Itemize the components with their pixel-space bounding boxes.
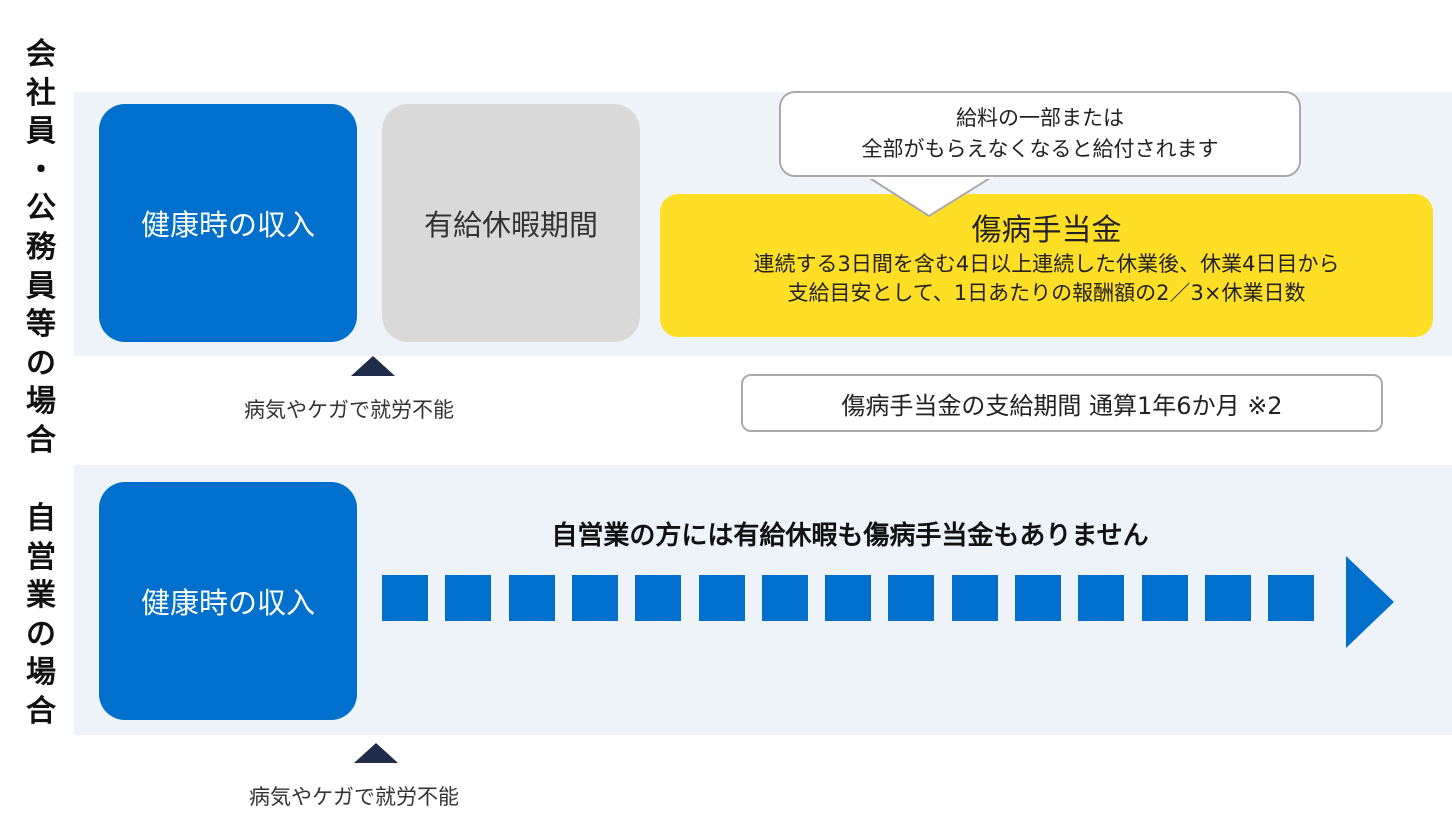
section-company-label: 会 社 員 ・ 公 務 員 等 の 場 合 xyxy=(18,36,64,461)
arrow-square xyxy=(382,575,428,621)
section-selfemployed-label: 自 営 業 の 場 合 xyxy=(18,500,64,732)
paid-leave-box: 有給休暇期間 xyxy=(382,104,640,342)
arrow-square xyxy=(952,575,998,621)
label-char: の xyxy=(26,616,56,652)
onset-caption: 病気やケガで就労不能 xyxy=(244,398,454,422)
onset-marker-icon xyxy=(351,356,395,376)
arrow-square xyxy=(1078,575,1124,621)
speech-bubble-tail xyxy=(865,175,995,218)
label-char: 員 xyxy=(26,114,56,150)
sickness-benefit-line1: 連続する3日間を含む4日以上連続した休業後、休業4日目から xyxy=(753,252,1340,276)
arrow-square xyxy=(699,575,745,621)
label-char: 業 xyxy=(26,578,56,614)
paid-leave-label: 有給休暇期間 xyxy=(423,208,598,242)
label-char: 自 xyxy=(26,501,56,536)
no-benefit-note: 自営業の方には有給休暇も傷病手当金もありません xyxy=(551,521,1149,551)
label-char: 場 xyxy=(26,655,56,691)
label-char: 社 xyxy=(26,75,56,111)
arrow-square xyxy=(825,575,871,621)
onset-caption: 病気やケガで就労不能 xyxy=(249,785,459,809)
sickness-benefit-line2: 支給目安として、1日あたりの報酬額の2／3×休業日数 xyxy=(787,281,1306,305)
healthy-income-box: 健康時の収入 xyxy=(99,104,357,342)
label-char: 等 xyxy=(26,307,56,343)
arrow-square xyxy=(1205,575,1251,621)
healthy-income-label: 健康時の収入 xyxy=(140,586,315,620)
arrow-square xyxy=(762,575,808,621)
sickness-benefit-title: 傷病手当金 xyxy=(971,213,1122,248)
arrow-square xyxy=(1015,575,1061,621)
arrow-square xyxy=(1268,575,1314,621)
arrow-square xyxy=(445,575,491,621)
arrow-square xyxy=(635,575,681,621)
label-char: 合 xyxy=(26,422,56,458)
label-char: の xyxy=(26,345,56,381)
benefit-period-label: 傷病手当金の支給期間 通算1年6か月 ※2 xyxy=(841,391,1283,420)
arrow-square xyxy=(509,575,555,621)
label-char: 員 xyxy=(26,268,56,304)
label-char: 会 xyxy=(26,37,56,72)
dotted-arrow-squares xyxy=(382,575,1322,621)
label-char: 合 xyxy=(26,693,56,729)
arrow-square xyxy=(888,575,934,621)
onset-marker-icon xyxy=(354,743,398,763)
label-char: 公 xyxy=(26,191,56,227)
arrow-square xyxy=(1142,575,1188,621)
speech-bubble: 給料の一部または 全部がもらえなくなると給付されます xyxy=(779,91,1301,177)
arrow-square xyxy=(572,575,618,621)
healthy-income-box-selfemployed: 健康時の収入 xyxy=(99,482,357,720)
arrow-right-icon xyxy=(1346,556,1394,648)
label-char: 場 xyxy=(26,384,56,420)
label-char: 営 xyxy=(26,539,56,575)
benefit-period-box: 傷病手当金の支給期間 通算1年6か月 ※2 xyxy=(741,374,1383,432)
label-char: 務 xyxy=(26,229,56,265)
sickness-benefit-box: 傷病手当金 連続する3日間を含む4日以上連続した休業後、休業4日目から 支給目安… xyxy=(660,194,1433,337)
speech-bubble-line2: 全部がもらえなくなると給付されます xyxy=(861,137,1219,161)
speech-bubble-line1: 給料の一部または xyxy=(956,106,1124,130)
healthy-income-label: 健康時の収入 xyxy=(140,208,315,242)
label-char: ・ xyxy=(26,152,56,188)
